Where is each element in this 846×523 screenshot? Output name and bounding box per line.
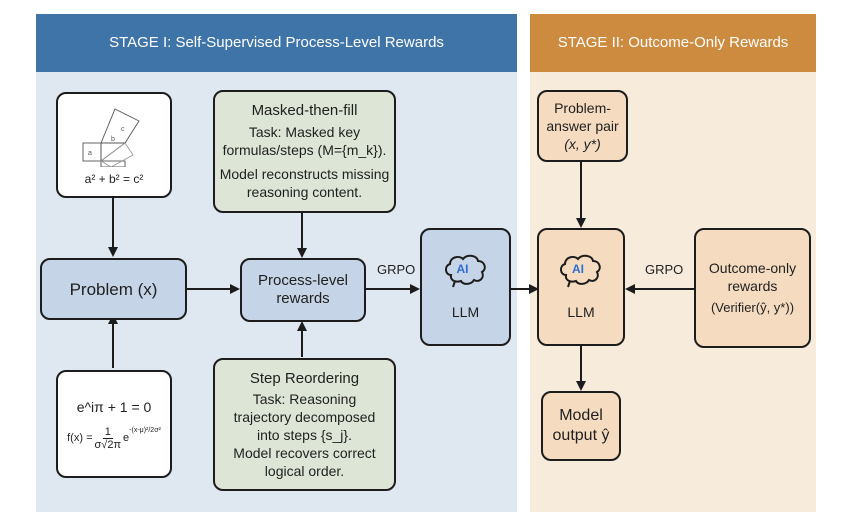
masked-line2: formulas/steps (M={m_k}).: [222, 142, 387, 158]
grpo-label-2: GRPO: [645, 262, 684, 277]
reorder-line5: logical order.: [264, 462, 345, 479]
problem-answer-pair-box: Problem- answer pair (x, y*): [537, 90, 628, 162]
llm-box-stage2: AI LLM: [537, 228, 625, 346]
output-line2: output ŷ: [552, 427, 610, 444]
process-line2: rewards: [276, 290, 330, 307]
masked-line4: reasoning content.: [246, 184, 363, 200]
ai-badge: AI: [572, 262, 584, 276]
euler-identity: e^iπ + 1 = 0: [76, 398, 152, 415]
outcome-line2: rewards: [727, 278, 778, 294]
gaussian-exponent: -(x-μ)²/2σ²: [129, 426, 161, 434]
process-line1: Process-level: [257, 272, 349, 289]
outcome-line1: Outcome-only: [708, 260, 797, 276]
pair-line1: Problem-: [554, 100, 611, 116]
reorder-title: Step Reordering: [249, 369, 360, 387]
pythagoras-label-c: c: [121, 126, 125, 133]
reorder-line3: into steps {s_j}.: [257, 426, 352, 443]
problem-box: Problem (x): [40, 258, 187, 320]
problem-label: Problem (x): [69, 279, 158, 299]
pythagoras-illustration: a b c: [82, 108, 140, 167]
pythagoras-label-b: b: [111, 136, 115, 143]
masked-title: Masked-then-fill: [251, 102, 358, 119]
output-line1: Model: [559, 407, 603, 424]
model-output-box: Model output ŷ: [541, 391, 621, 461]
llm-box-stage1: AI LLM: [420, 228, 511, 346]
ai-brain-icon: AI: [556, 253, 606, 289]
gaussian-fraction: 1 σ√2π: [95, 426, 122, 451]
llm-label-stage2: LLM: [567, 304, 595, 320]
pythagoras-box: a b c a² + b² = c²: [56, 92, 172, 198]
outcome-line3: (Verifier(ŷ, y*)): [710, 300, 795, 315]
pair-line2: answer pair: [546, 118, 619, 134]
gaussian-e: e: [123, 432, 130, 444]
ai-brain-icon: AI: [441, 253, 491, 289]
process-rewards-box: Process-level rewards: [240, 258, 366, 322]
masked-then-fill-box: Masked-then-fill Task: Masked key formul…: [213, 90, 396, 213]
gaussian-formula: f(x) = 1 σ√2π e -(x-μ)²/2σ²: [67, 426, 161, 451]
pythagoras-label-a: a: [88, 150, 92, 157]
step-reordering-box: Step Reordering Task: Reasoning trajecto…: [213, 358, 396, 491]
gaussian-denominator: σ√2π: [94, 438, 122, 451]
reorder-line4: Model recovers correct: [233, 444, 376, 461]
gaussian-numerator: 1: [102, 425, 113, 439]
ai-badge: AI: [456, 262, 469, 276]
gaussian-lhs: f(x) =: [67, 432, 93, 444]
stage2-title: STAGE II: Outcome-Only Rewards: [530, 14, 816, 72]
outcome-rewards-box: Outcome-only rewards (Verifier(ŷ, y*)): [694, 228, 811, 348]
pythagoras-equation: a² + b² = c²: [84, 172, 144, 186]
reorder-line1: Task: Reasoning: [252, 390, 357, 407]
pair-line3: (x, y*): [564, 136, 601, 152]
llm-label-stage1: LLM: [451, 304, 480, 320]
reorder-line2: trajectory decomposed: [233, 408, 376, 425]
grpo-label-1: GRPO: [377, 262, 416, 277]
formulas-box: e^iπ + 1 = 0 f(x) = 1 σ√2π e -(x-μ)²/2σ²: [56, 370, 172, 478]
masked-line1: Task: Masked key: [248, 124, 361, 140]
masked-line3: Model reconstructs missing: [219, 166, 390, 182]
stage1-title: STAGE I: Self-Supervised Process-Level R…: [36, 14, 517, 72]
